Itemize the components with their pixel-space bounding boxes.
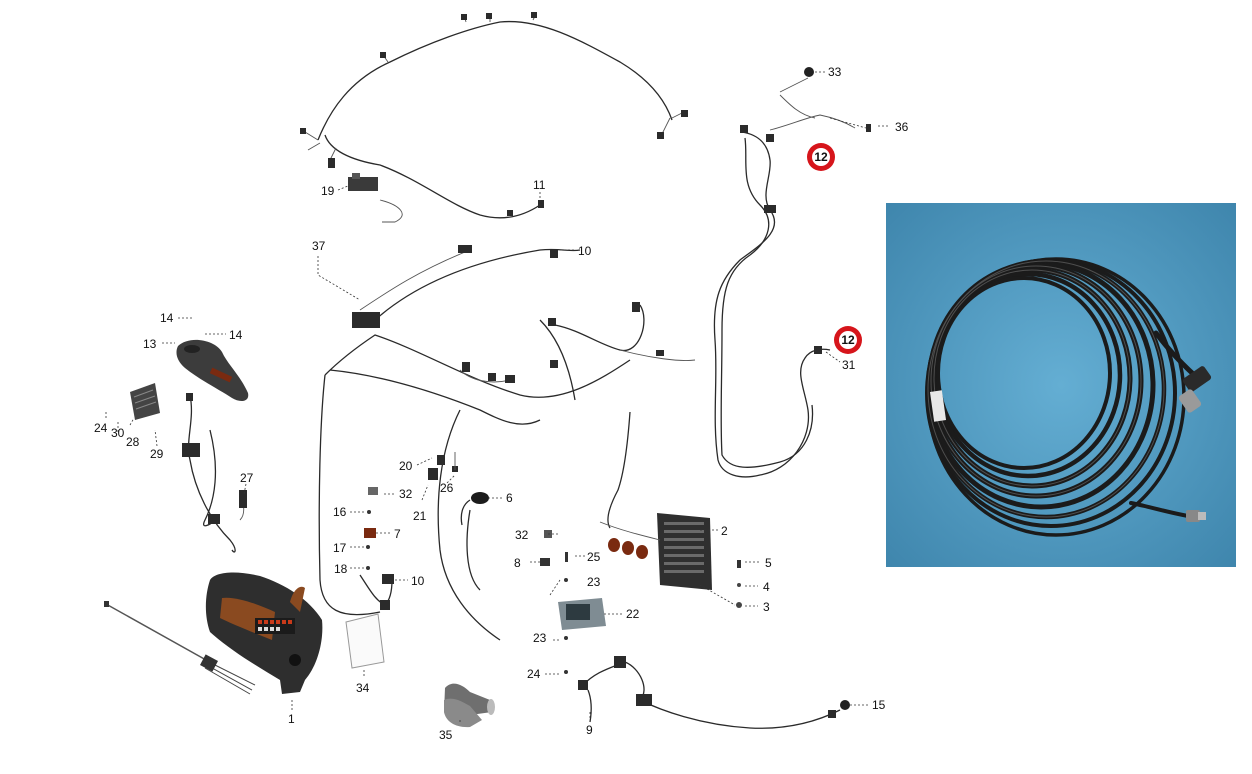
callout-28: 28 bbox=[126, 435, 140, 449]
callout-30: 30 bbox=[111, 426, 125, 440]
highlight-12-upper-label: 12 bbox=[814, 150, 828, 164]
callout-32-lower: 32 bbox=[515, 528, 529, 542]
callout-14-right: 14 bbox=[229, 328, 243, 342]
highlight-badge-12-lower[interactable]: 12 bbox=[834, 326, 862, 354]
highlight-12-lower-label: 12 bbox=[841, 333, 855, 347]
callout-20: 20 bbox=[399, 459, 413, 473]
callout-numbers: 1 2 3 4 5 6 7 8 9 10 10 11 13 14 14 15 1… bbox=[94, 65, 909, 742]
callout-22: 22 bbox=[626, 607, 640, 621]
callout-21: 21 bbox=[413, 509, 427, 523]
display-unit-part bbox=[558, 598, 606, 630]
callout-23-lower: 23 bbox=[533, 631, 547, 645]
callout-5: 5 bbox=[765, 556, 772, 570]
roof-harness bbox=[300, 12, 688, 223]
controller-module-part bbox=[130, 383, 160, 420]
callout-1: 1 bbox=[288, 712, 295, 726]
callout-10-upper: 10 bbox=[578, 244, 592, 258]
callout-11: 11 bbox=[533, 178, 546, 192]
callout-35: 35 bbox=[439, 728, 453, 742]
callout-4: 4 bbox=[763, 580, 770, 594]
callout-16: 16 bbox=[333, 505, 347, 519]
callout-29: 29 bbox=[150, 447, 164, 461]
callout-32-upper: 32 bbox=[399, 487, 413, 501]
antenna-rod-part bbox=[104, 601, 256, 695]
film-sheet-part bbox=[345, 613, 385, 669]
callout-33: 33 bbox=[828, 65, 842, 79]
callout-37: 37 bbox=[312, 239, 326, 253]
small-fasteners-center bbox=[364, 487, 378, 570]
callout-34: 34 bbox=[356, 681, 370, 695]
relay-box-part bbox=[348, 173, 378, 191]
horn-part bbox=[444, 683, 495, 728]
fuse-panel-part bbox=[599, 411, 736, 606]
callout-14-left: 14 bbox=[160, 311, 174, 325]
callout-7: 7 bbox=[394, 527, 401, 541]
callout-9: 9 bbox=[586, 723, 593, 737]
lower-right-harness bbox=[578, 656, 850, 729]
antenna-cable-harness bbox=[713, 67, 871, 478]
callout-10-lower: 10 bbox=[411, 574, 425, 588]
callout-2: 2 bbox=[721, 524, 728, 538]
callout-24-left: 24 bbox=[94, 421, 108, 435]
armrest-pad-part bbox=[176, 339, 249, 401]
grommet-part bbox=[460, 492, 489, 526]
main-cab-harness bbox=[318, 245, 696, 641]
callout-17: 17 bbox=[333, 541, 347, 555]
callout-23-upper: 23 bbox=[587, 575, 601, 589]
highlight-badge-12-upper[interactable]: 12 bbox=[807, 143, 835, 171]
callout-27: 27 bbox=[240, 471, 254, 485]
callout-26: 26 bbox=[440, 481, 454, 495]
callout-15: 15 bbox=[872, 698, 886, 712]
cable-photo-inset bbox=[886, 203, 1236, 567]
joystick-console-part bbox=[205, 572, 323, 694]
left-console-harness bbox=[182, 393, 247, 553]
callout-6: 6 bbox=[506, 491, 513, 505]
callout-18: 18 bbox=[334, 562, 348, 576]
callout-13: 13 bbox=[143, 337, 157, 351]
coiled-cable-photo-icon bbox=[886, 203, 1236, 567]
callout-19: 19 bbox=[321, 184, 335, 198]
callout-36: 36 bbox=[895, 120, 909, 134]
callout-31: 31 bbox=[842, 358, 856, 372]
callout-25: 25 bbox=[587, 550, 601, 564]
leader-lines bbox=[105, 71, 890, 722]
small-connectors-center bbox=[428, 452, 458, 480]
callout-24-right: 24 bbox=[527, 667, 541, 681]
callout-8: 8 bbox=[514, 556, 521, 570]
callout-3: 3 bbox=[763, 600, 770, 614]
lower-left-harness bbox=[359, 574, 394, 610]
